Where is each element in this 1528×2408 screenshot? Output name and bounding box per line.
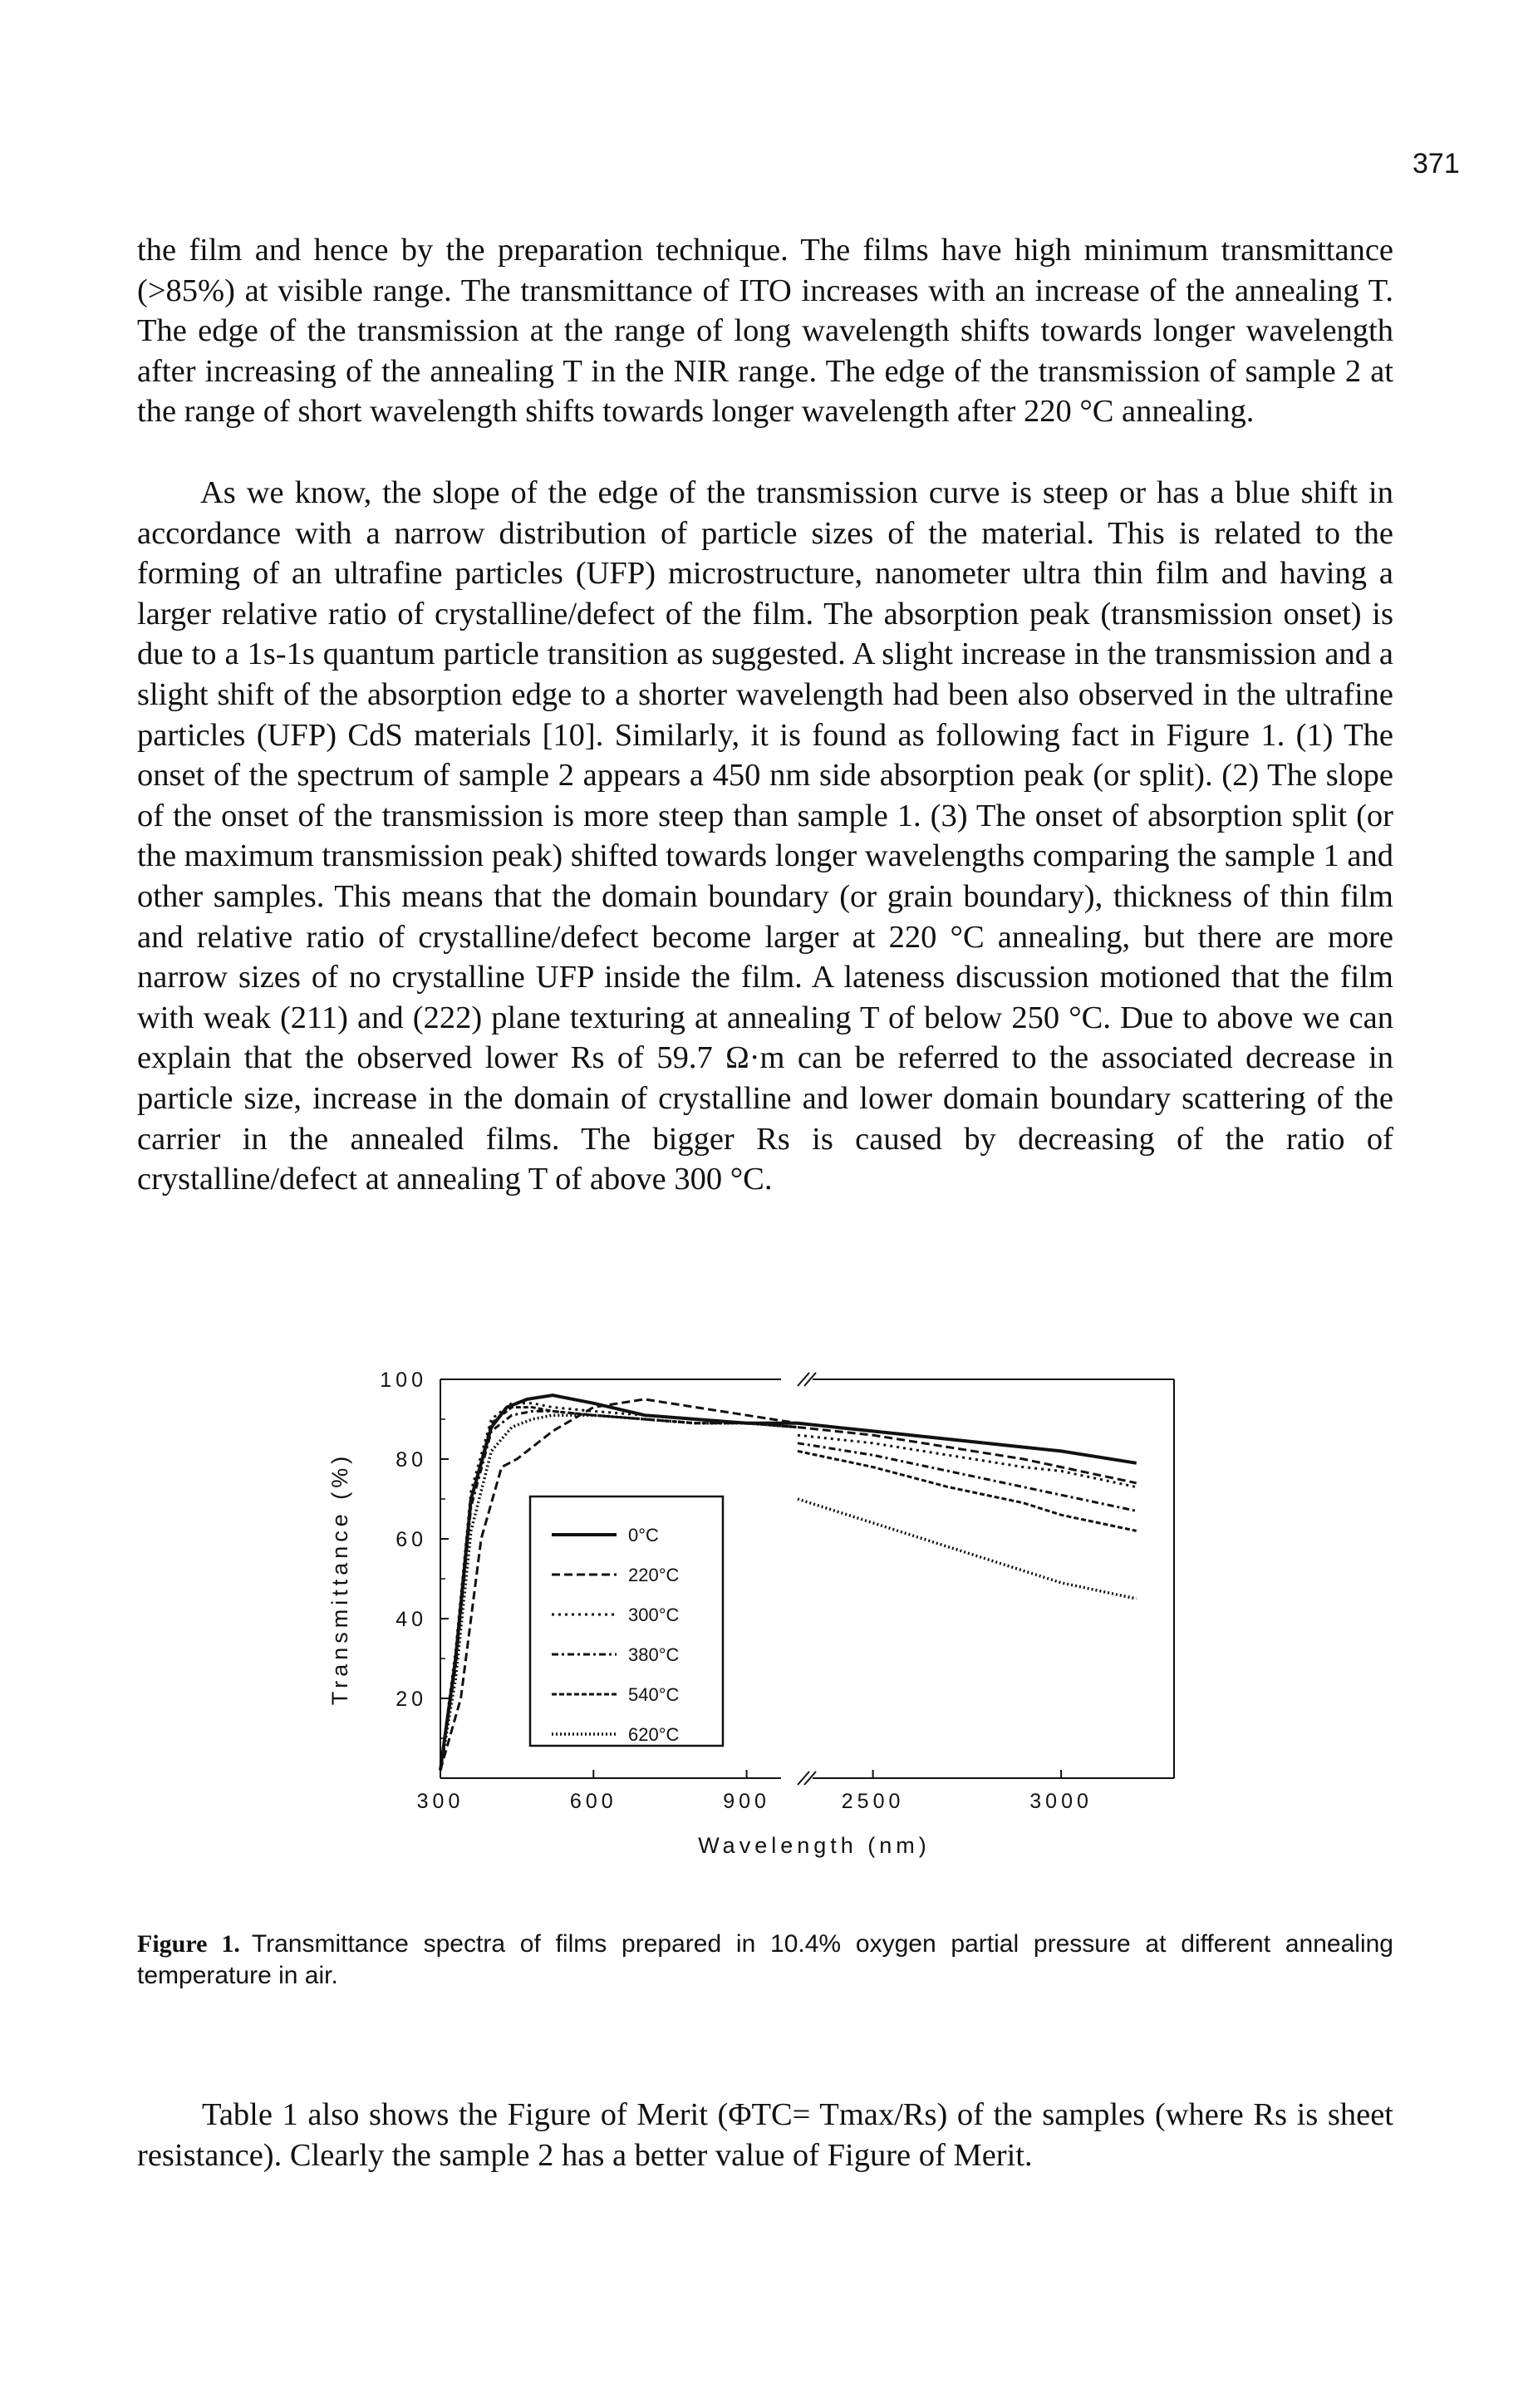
- axis-break-mark: [803, 1372, 817, 1387]
- legend-label: 220°C: [628, 1565, 680, 1585]
- x-axis-title: Wavelength (nm): [698, 1833, 931, 1858]
- legend-label: 620°C: [628, 1724, 680, 1745]
- series-line: [797, 1421, 1137, 1465]
- paragraph-1: the film and hence by the preparation te…: [137, 233, 1393, 430]
- x-tick-label: 900: [723, 1790, 770, 1813]
- series-line: [439, 1402, 798, 1771]
- legend-label: 300°C: [628, 1605, 680, 1625]
- x-tick-label: 300: [417, 1790, 464, 1813]
- legend-label: 540°C: [628, 1684, 680, 1705]
- series-line: [797, 1426, 1137, 1485]
- y-axis-title: Transmittance (%): [327, 1452, 352, 1706]
- paragraph-2: As we know, the slope of the edge of the…: [137, 475, 1393, 1197]
- y-tick-label: 20: [396, 1688, 427, 1711]
- series-line: [797, 1442, 1137, 1512]
- figure-caption-label: Figure 1.: [137, 1930, 240, 1958]
- paragraph-3: Table 1 also shows the Figure of Merit (…: [137, 2097, 1393, 2173]
- legend-label: 380°C: [628, 1644, 680, 1665]
- x-tick-label: 3000: [1029, 1790, 1093, 1813]
- axis-break-mark: [803, 1771, 817, 1786]
- legend-box: [528, 1495, 725, 1747]
- axis-break-mark: [797, 1372, 810, 1387]
- page-number: 371: [1413, 148, 1460, 179]
- y-tick-label: 60: [396, 1528, 427, 1551]
- figure-caption: Figure 1.Transmittance spectra of films …: [137, 1929, 1393, 1992]
- x-tick-label: 2500: [842, 1790, 905, 1813]
- axis-break-mark: [797, 1771, 810, 1786]
- y-tick-label: 100: [380, 1369, 427, 1392]
- series-line: [439, 1413, 798, 1771]
- x-tick-label: 600: [570, 1790, 617, 1813]
- y-tick-label: 40: [396, 1608, 427, 1631]
- series-line: [797, 1433, 1137, 1489]
- series-line: [797, 1497, 1137, 1600]
- legend-label: 0°C: [628, 1525, 659, 1546]
- y-tick-label: 80: [396, 1448, 427, 1472]
- figure-caption-text: Transmittance spectra of films prepared …: [137, 1930, 1393, 1989]
- series-line: [797, 1449, 1137, 1532]
